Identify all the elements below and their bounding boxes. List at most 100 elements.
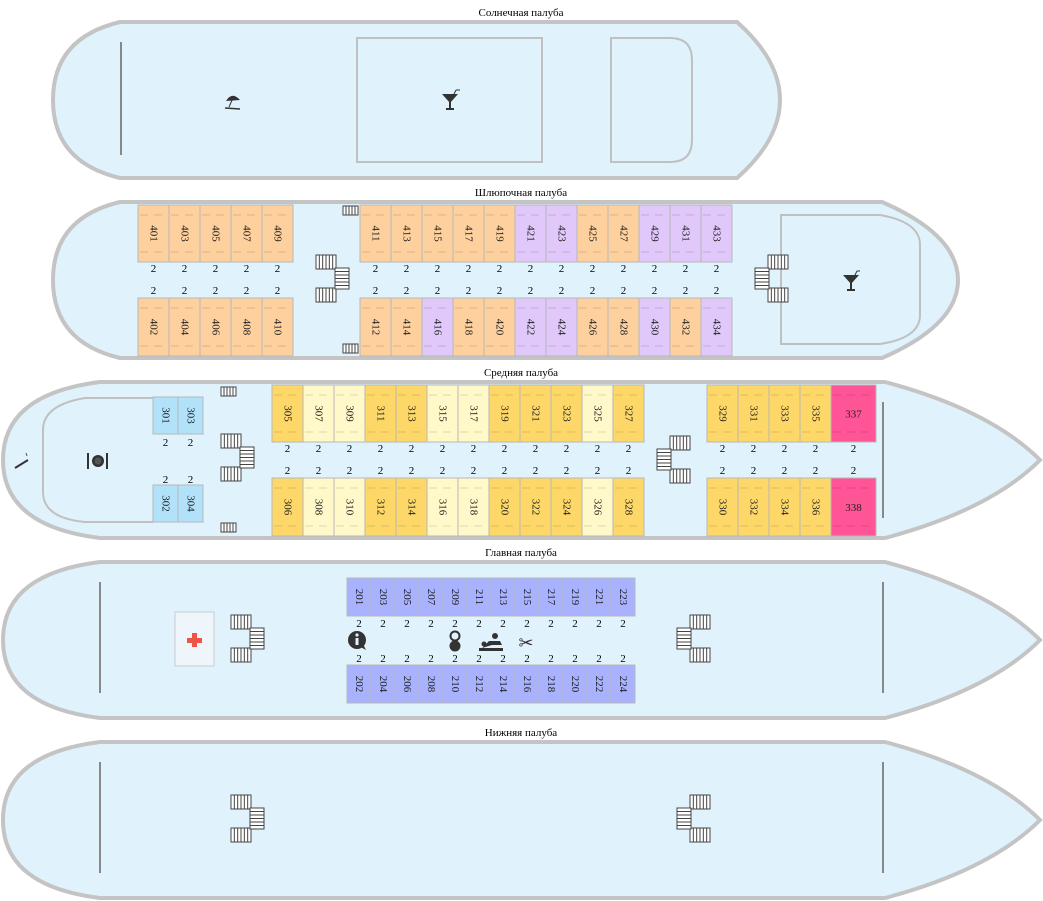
cabin-box[interactable]	[612, 384, 645, 443]
cabin-box[interactable]	[483, 297, 516, 357]
cabin-box[interactable]	[152, 484, 179, 523]
cabin-box[interactable]	[514, 577, 540, 617]
cabin-box[interactable]	[370, 664, 396, 704]
cabin-box[interactable]	[607, 204, 640, 263]
cabin-box[interactable]	[390, 204, 423, 263]
cabin-box[interactable]	[737, 477, 770, 537]
cabin-box[interactable]	[426, 477, 459, 537]
cabin-box[interactable]	[483, 204, 516, 263]
cabin-box[interactable]	[706, 477, 739, 537]
cabin-box[interactable]	[261, 297, 294, 357]
cabin-box[interactable]	[562, 577, 588, 617]
cabin-box[interactable]	[799, 384, 832, 443]
cabin-box[interactable]	[488, 384, 521, 443]
cabin-box[interactable]	[700, 204, 733, 263]
cabin-box[interactable]	[199, 204, 232, 263]
cabin-box[interactable]	[418, 664, 444, 704]
cabin-box[interactable]	[168, 297, 201, 357]
cabin-box[interactable]	[346, 577, 372, 617]
cabin-box[interactable]	[442, 577, 468, 617]
cabin-box[interactable]	[395, 477, 428, 537]
cabin-box[interactable]	[514, 297, 547, 357]
cabin-box[interactable]	[177, 484, 204, 523]
cabin-box[interactable]	[261, 204, 294, 263]
cabin-box[interactable]	[737, 384, 770, 443]
cabin-box[interactable]	[452, 204, 485, 263]
cabin-box[interactable]	[359, 204, 392, 263]
cabin-box[interactable]	[333, 384, 366, 443]
cabin-box[interactable]	[333, 477, 366, 537]
cabin-box[interactable]	[514, 204, 547, 263]
cabin-box[interactable]	[421, 204, 454, 263]
cabin-box[interactable]	[519, 477, 552, 537]
cabin-box[interactable]	[610, 577, 636, 617]
cabin-box[interactable]	[271, 477, 304, 537]
cabin-box[interactable]	[519, 384, 552, 443]
cabin-box[interactable]	[137, 204, 170, 263]
cabin-box[interactable]	[394, 664, 420, 704]
cabin-box[interactable]	[452, 297, 485, 357]
cabin-box[interactable]	[638, 204, 671, 263]
cabin-box[interactable]	[457, 477, 490, 537]
cabin-box[interactable]	[545, 204, 578, 263]
cabin-box[interactable]	[364, 384, 397, 443]
cabin-box[interactable]	[768, 477, 801, 537]
cabin-box[interactable]	[364, 477, 397, 537]
cabin-box[interactable]	[538, 664, 564, 704]
cabin-box[interactable]	[562, 664, 588, 704]
cabin-box[interactable]	[550, 477, 583, 537]
cabin-box[interactable]	[538, 577, 564, 617]
cabin-box[interactable]	[177, 396, 204, 435]
